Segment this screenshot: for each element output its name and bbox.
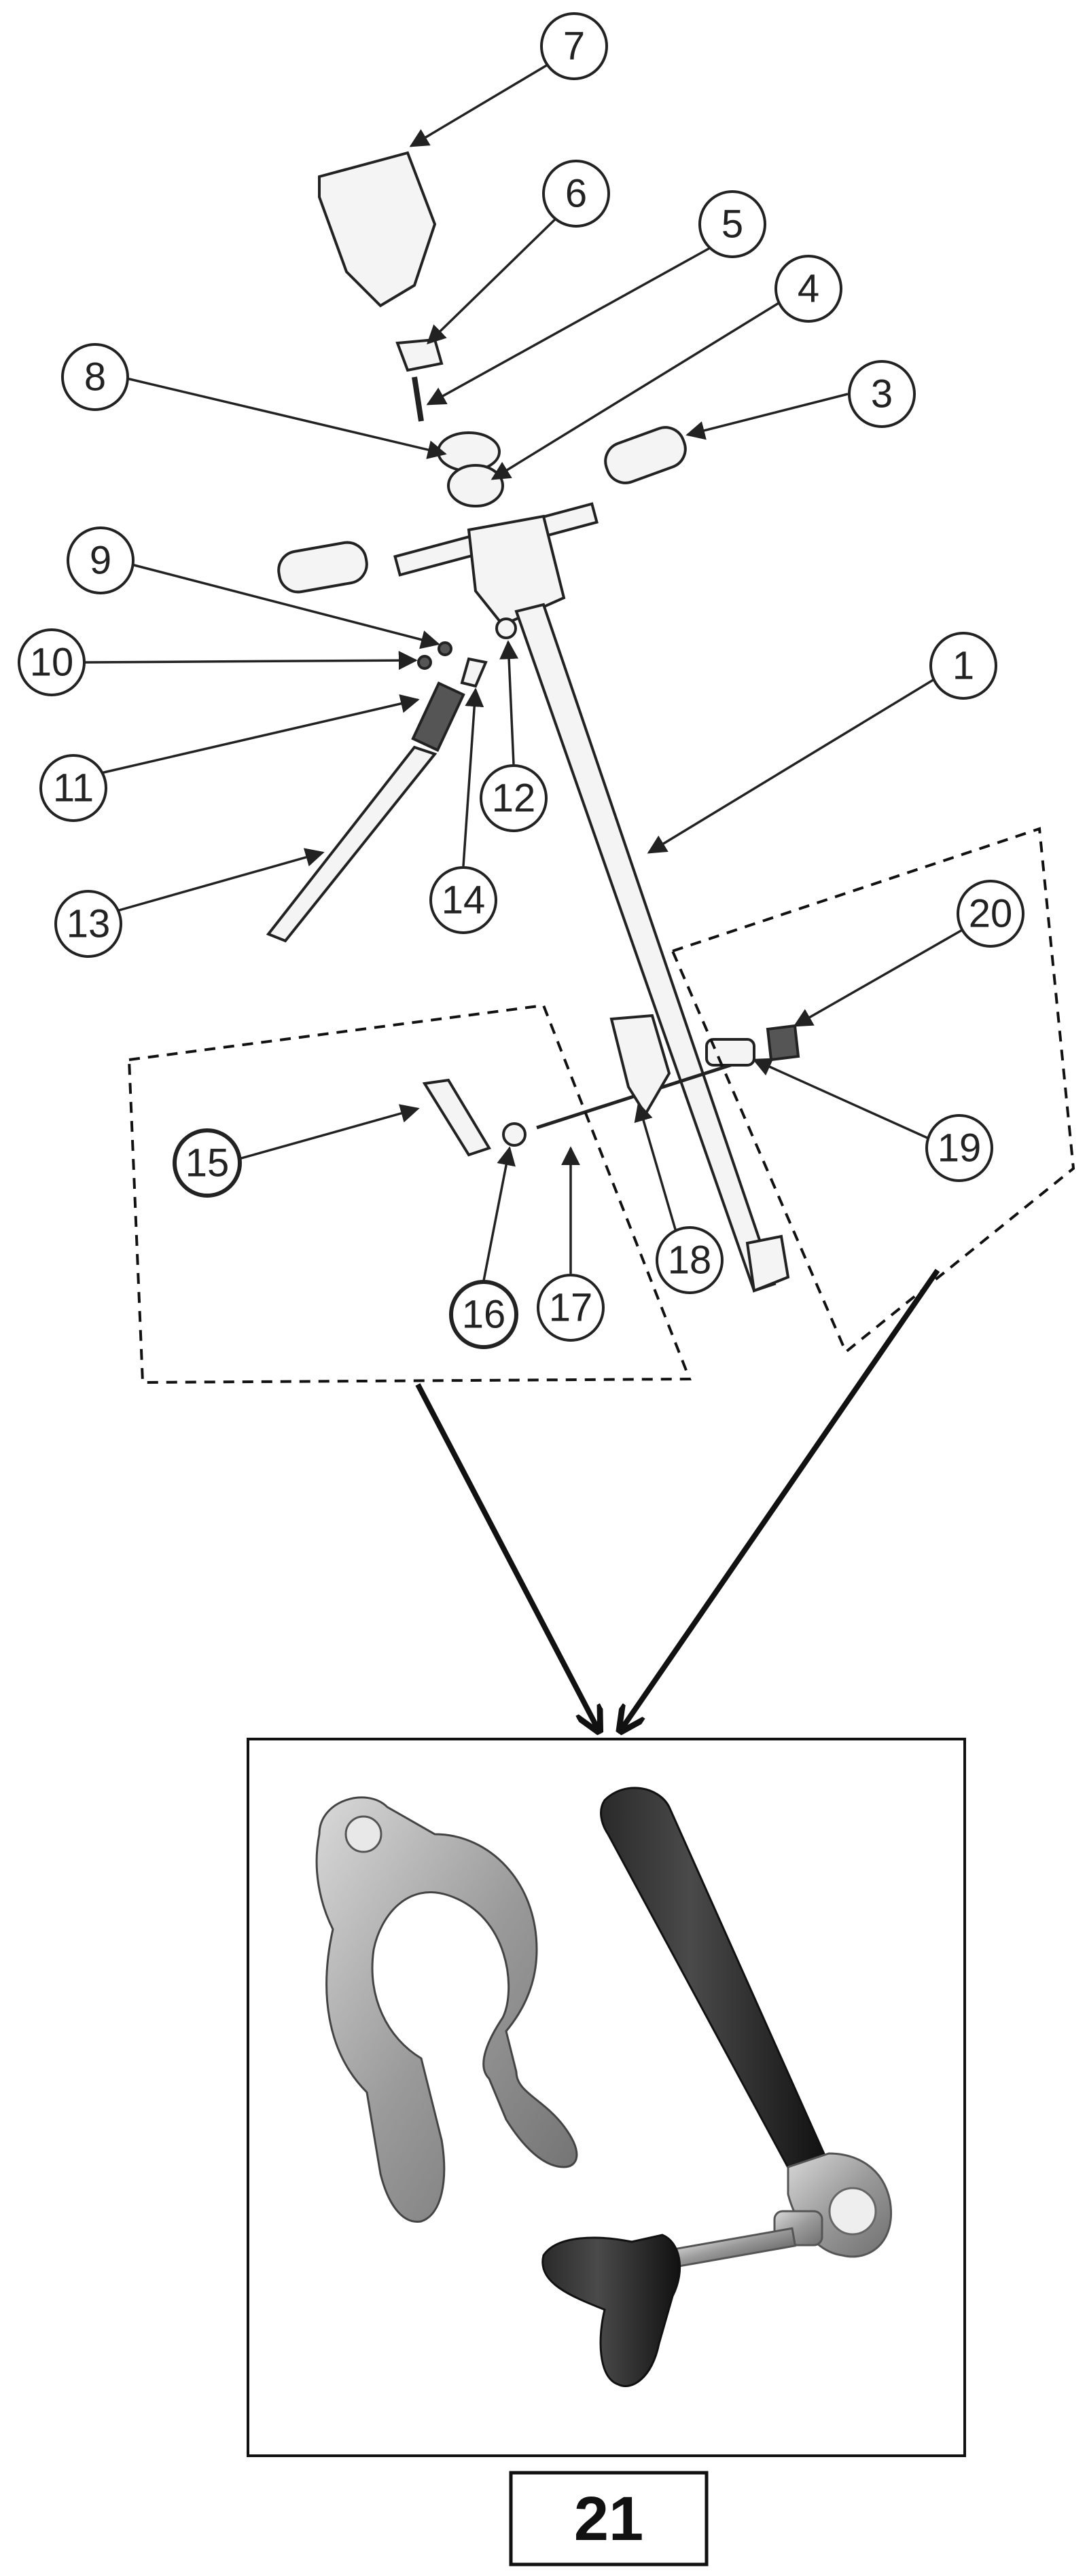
leader-3 <box>685 393 849 440</box>
callout-6: 6 <box>542 160 610 228</box>
leader-6 <box>426 216 558 344</box>
part-20-tknob <box>766 1024 800 1062</box>
leader-15 <box>240 1104 420 1160</box>
callout-16: 16 <box>449 1280 518 1349</box>
detail-region-left <box>127 1003 692 1384</box>
leader-8 <box>120 376 447 459</box>
part-13-rod <box>266 745 438 943</box>
leader-11 <box>94 694 420 776</box>
part-16-washer <box>502 1122 527 1147</box>
part-12-bolt <box>495 618 517 639</box>
leader-16 <box>482 1146 516 1281</box>
leader-4 <box>491 301 781 480</box>
leader-14 <box>462 687 484 867</box>
svg-text:6: 6 <box>565 172 587 216</box>
assembly-label-box: 21 <box>509 2471 709 2566</box>
assembly-label: 21 <box>574 2484 643 2554</box>
svg-text:9: 9 <box>90 539 111 583</box>
part-14-fitting <box>460 657 488 688</box>
svg-text:13: 13 <box>67 902 111 946</box>
detail-region-right <box>671 827 1075 1355</box>
svg-text:12: 12 <box>492 776 536 821</box>
leader-19 <box>752 1058 928 1139</box>
svg-text:19: 19 <box>938 1126 982 1170</box>
callout-12: 12 <box>480 764 548 832</box>
leader-1 <box>647 678 935 854</box>
svg-text:18: 18 <box>668 1238 712 1283</box>
svg-text:7: 7 <box>563 24 585 69</box>
arrow-right-to-photo <box>622 1268 940 1729</box>
callout-18: 18 <box>656 1226 724 1294</box>
handle-illustration <box>541 1787 892 2387</box>
callout-10: 10 <box>18 628 86 696</box>
callout-9: 9 <box>67 526 135 594</box>
callout-3: 3 <box>848 360 916 428</box>
callout-20: 20 <box>957 880 1024 948</box>
part-11-spring <box>411 681 465 752</box>
svg-text:10: 10 <box>30 641 74 685</box>
part-6-clamp <box>395 338 444 372</box>
part-3-grip-right <box>604 426 687 484</box>
callout-11: 11 <box>39 754 107 822</box>
part-15-lever <box>422 1078 491 1157</box>
callout-1: 1 <box>929 632 997 700</box>
leader-18 <box>634 1102 681 1244</box>
svg-text:11: 11 <box>53 766 94 810</box>
part-4-knob <box>447 464 504 507</box>
callout-15: 15 <box>173 1128 242 1198</box>
part-9-screw <box>438 641 452 656</box>
part-1-column <box>514 603 777 1293</box>
svg-text:5: 5 <box>721 202 743 247</box>
leader-7 <box>409 60 554 147</box>
callout-8: 8 <box>61 343 129 411</box>
svg-text:8: 8 <box>84 355 106 399</box>
svg-text:1: 1 <box>952 644 974 688</box>
leader-20 <box>793 928 964 1027</box>
callout-19: 19 <box>925 1114 993 1182</box>
leader-5 <box>426 247 711 406</box>
leader-9 <box>128 562 440 649</box>
callout-5: 5 <box>698 190 766 258</box>
svg-text:17: 17 <box>549 1286 593 1330</box>
svg-text:20: 20 <box>969 892 1013 936</box>
svg-text:14: 14 <box>442 878 486 923</box>
callout-14: 14 <box>429 866 497 934</box>
leader-12 <box>499 640 519 765</box>
svg-text:15: 15 <box>185 1141 230 1185</box>
arrow-left-to-photo <box>415 1383 598 1729</box>
part-7-cover <box>318 151 437 308</box>
callout-7: 7 <box>540 12 608 80</box>
svg-text:4: 4 <box>798 267 819 311</box>
grip-left <box>277 541 368 594</box>
part-10-screw <box>417 655 432 670</box>
clamp-ring-illustration <box>315 1796 578 2223</box>
leader-10 <box>84 651 418 670</box>
part-18-clamp <box>609 1014 671 1117</box>
callout-4: 4 <box>774 255 842 323</box>
column-foot <box>745 1234 790 1293</box>
part-5-pin <box>412 376 424 422</box>
svg-text:3: 3 <box>871 372 893 416</box>
leader-13 <box>118 848 325 912</box>
callout-13: 13 <box>54 890 122 958</box>
callout-17: 17 <box>537 1274 605 1342</box>
svg-text:16: 16 <box>462 1293 506 1337</box>
